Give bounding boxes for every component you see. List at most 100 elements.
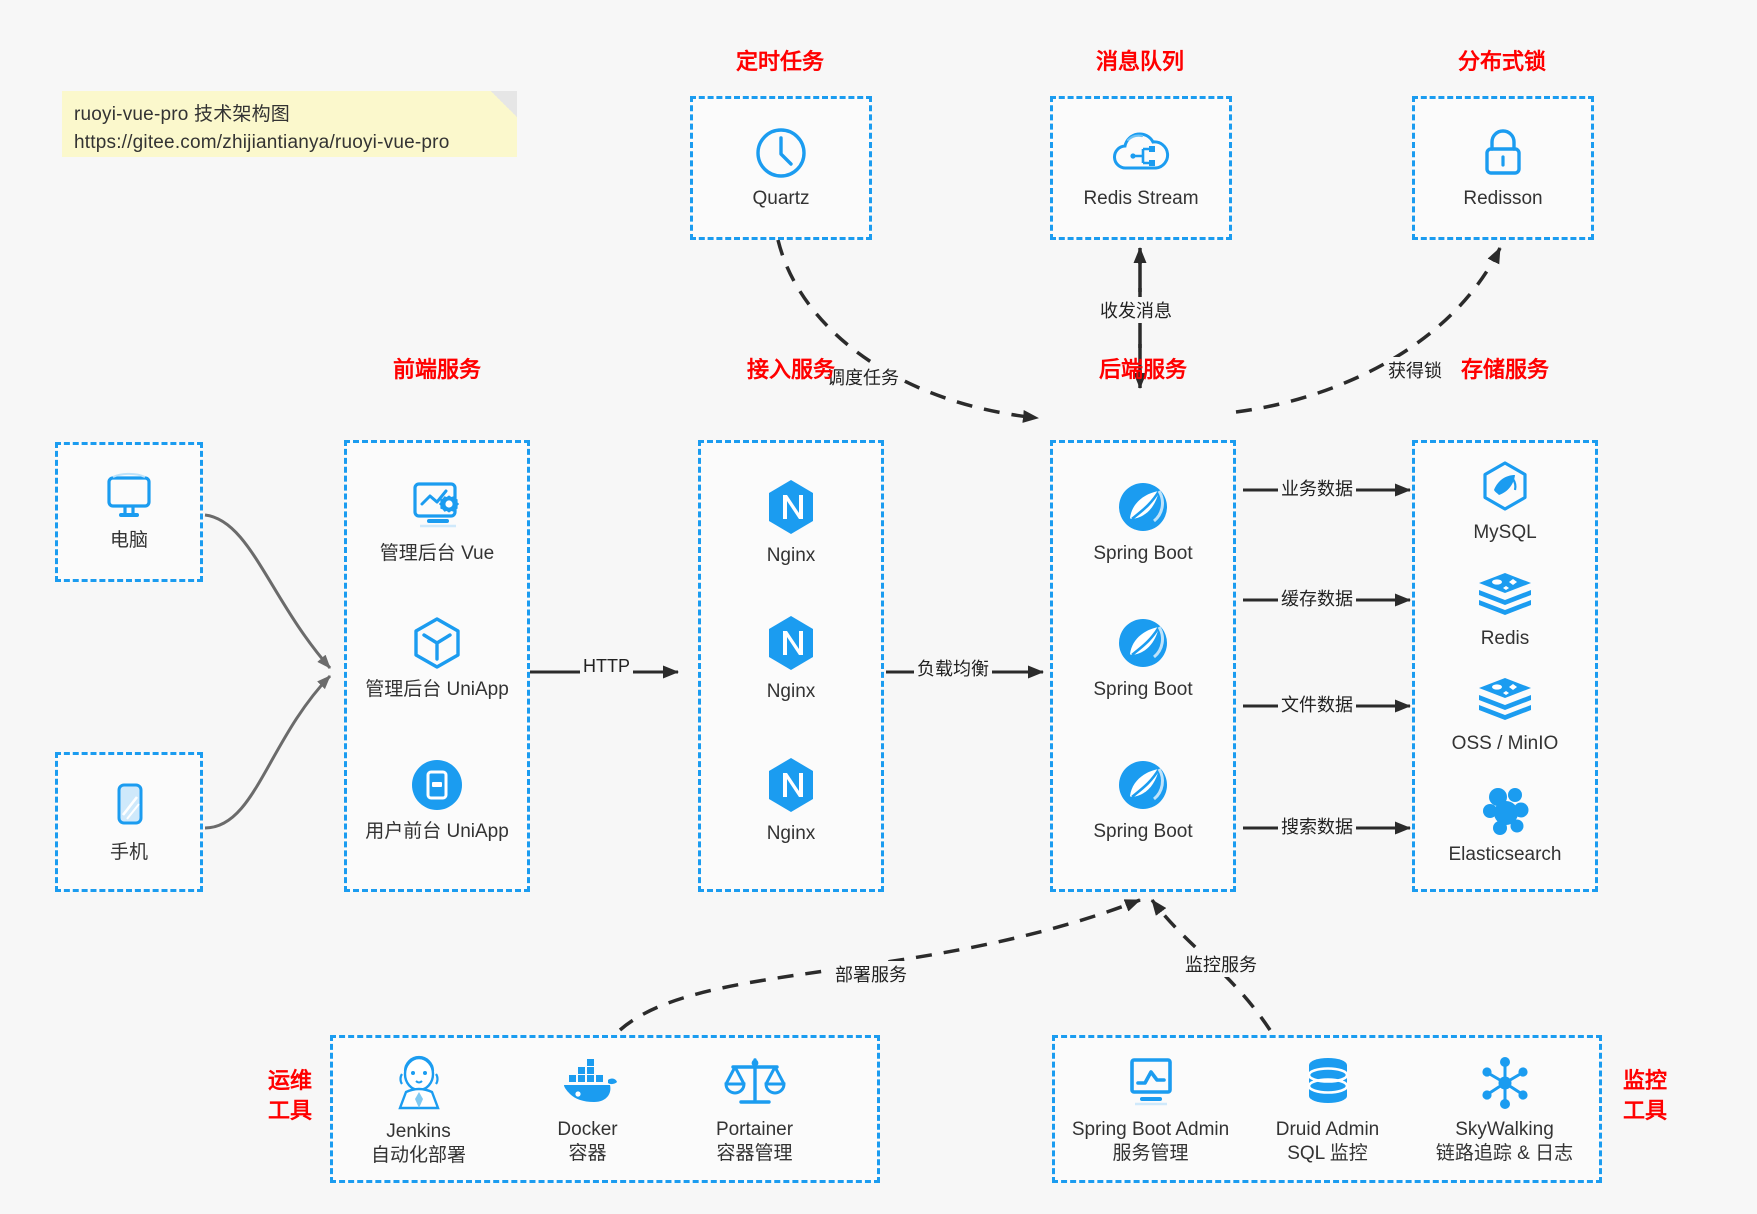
nginx-icon bbox=[769, 758, 813, 812]
node-label: 管理后台 UniApp bbox=[365, 679, 509, 700]
node-label: Elasticsearch bbox=[1448, 844, 1562, 865]
node-sublabel: 容器 bbox=[568, 1143, 607, 1164]
node-label: Spring Boot bbox=[1093, 543, 1193, 564]
group-box-mq bbox=[1050, 96, 1232, 240]
node-oss-minio[interactable]: OSS / MinIO bbox=[1412, 665, 1598, 765]
node-label: 手机 bbox=[109, 842, 148, 863]
note-line-1: ruoyi-vue-pro 技术架构图 bbox=[74, 104, 291, 125]
node-label: Redisson bbox=[1463, 188, 1543, 209]
node-sublabel: 自动化部署 bbox=[370, 1145, 466, 1166]
node-label: Spring Boot bbox=[1093, 679, 1193, 700]
node-jenkins[interactable]: Jenkins 自动化部署 bbox=[336, 1046, 501, 1174]
node-mobile[interactable]: 手机 bbox=[55, 762, 203, 882]
node-label: SkyWalking bbox=[1455, 1119, 1554, 1140]
spring-boot-icon bbox=[1119, 483, 1167, 531]
edge-label-monitor-service: 监控服务 bbox=[1182, 951, 1260, 977]
node-nginx-1[interactable]: Nginx bbox=[698, 462, 884, 582]
mysql-icon bbox=[1483, 461, 1527, 511]
node-label: Nginx bbox=[766, 681, 816, 702]
jenkins-icon bbox=[397, 1055, 440, 1110]
edge-label-acquire-lock: 获得锁 bbox=[1385, 357, 1445, 383]
node-label: Nginx bbox=[766, 823, 816, 844]
node-label: Docker bbox=[557, 1119, 618, 1140]
lock-icon bbox=[1485, 129, 1521, 175]
node-label: Redis bbox=[1480, 628, 1530, 649]
node-sublabel: 服务管理 bbox=[1112, 1143, 1189, 1164]
group-title-monitor-line1: 监控 bbox=[1622, 1068, 1667, 1093]
node-spring-boot-admin[interactable]: Spring Boot Admin 服务管理 bbox=[1058, 1046, 1243, 1174]
minio-icon bbox=[1479, 678, 1531, 720]
node-desktop[interactable]: 电脑 bbox=[55, 452, 203, 572]
node-label: Spring Boot Admin bbox=[1071, 1119, 1230, 1140]
nginx-icon bbox=[769, 480, 813, 534]
note-line-2: https://gitee.com/zhijiantianya/ruoyi-vu… bbox=[74, 132, 450, 153]
node-label: Nginx bbox=[766, 545, 816, 566]
group-title-monitor-line2: 工具 bbox=[1622, 1098, 1667, 1123]
node-elasticsearch[interactable]: Elasticsearch bbox=[1412, 775, 1598, 875]
nginx-icon bbox=[769, 616, 813, 670]
node-admin-vue[interactable]: 管理后台 Vue bbox=[344, 462, 530, 582]
node-label: Redis Stream bbox=[1083, 188, 1199, 209]
edge-label-load-balance: 负载均衡 bbox=[914, 655, 992, 681]
group-title-storage: 存储服务 bbox=[1460, 357, 1549, 382]
spring-boot-icon bbox=[1119, 619, 1167, 667]
node-docker[interactable]: Docker 容器 bbox=[505, 1046, 670, 1174]
clock-icon bbox=[756, 128, 806, 178]
group-title-frontend: 前端服务 bbox=[392, 357, 481, 382]
node-label: 电脑 bbox=[109, 530, 148, 551]
docker-icon bbox=[563, 1059, 617, 1102]
node-spring-boot-1[interactable]: Spring Boot bbox=[1050, 462, 1236, 582]
group-title-lock: 分布式锁 bbox=[1457, 49, 1546, 74]
spring-boot-icon bbox=[1119, 761, 1167, 809]
group-title-devops-line1: 运维 bbox=[267, 1068, 312, 1093]
redis-icon bbox=[1479, 573, 1531, 615]
group-box-lock bbox=[1412, 96, 1594, 240]
node-label: 用户前台 UniApp bbox=[365, 821, 509, 842]
node-label: Druid Admin bbox=[1275, 1119, 1380, 1140]
node-sublabel: 容器管理 bbox=[716, 1143, 793, 1164]
node-nginx-2[interactable]: Nginx bbox=[698, 598, 884, 718]
edge-label-http: HTTP bbox=[580, 656, 633, 677]
edge-label-business-data: 业务数据 bbox=[1278, 475, 1356, 501]
node-sublabel: SQL 监控 bbox=[1287, 1143, 1368, 1164]
cloud-stream-icon bbox=[1113, 132, 1170, 170]
node-redis[interactable]: Redis bbox=[1412, 560, 1598, 660]
elasticsearch-icon bbox=[1483, 788, 1529, 835]
node-portainer[interactable]: Portainer 容器管理 bbox=[672, 1046, 837, 1174]
group-title-backend: 后端服务 bbox=[1098, 357, 1187, 382]
skywalking-icon bbox=[1481, 1057, 1528, 1109]
monitor-chart-icon bbox=[1129, 1058, 1172, 1106]
database-icon bbox=[1307, 1058, 1348, 1103]
node-user-uniapp[interactable]: 用户前台 UniApp bbox=[344, 740, 530, 860]
node-sublabel: 链路追踪 & 日志 bbox=[1435, 1143, 1574, 1164]
node-spring-boot-2[interactable]: Spring Boot bbox=[1050, 598, 1236, 718]
node-druid-admin[interactable]: Druid Admin SQL 监控 bbox=[1245, 1046, 1410, 1174]
app-window-icon bbox=[412, 760, 462, 810]
dashboard-gear-icon bbox=[413, 482, 460, 528]
node-redisson[interactable]: Redisson bbox=[1412, 108, 1594, 228]
scales-icon bbox=[723, 1058, 786, 1104]
edge-label-file-data: 文件数据 bbox=[1278, 691, 1356, 717]
group-title-mq: 消息队列 bbox=[1095, 49, 1184, 74]
node-quartz[interactable]: Quartz bbox=[690, 108, 872, 228]
node-mysql[interactable]: MySQL bbox=[1412, 452, 1598, 552]
node-label: Portainer bbox=[715, 1119, 794, 1140]
desktop-icon bbox=[107, 472, 151, 517]
group-title-scheduler: 定时任务 bbox=[735, 49, 824, 74]
node-skywalking[interactable]: SkyWalking 链路追踪 & 日志 bbox=[1412, 1046, 1597, 1174]
node-spring-boot-3[interactable]: Spring Boot bbox=[1050, 740, 1236, 860]
group-title-devops-line2: 工具 bbox=[267, 1098, 312, 1123]
edge-label-cache-data: 缓存数据 bbox=[1278, 585, 1356, 611]
group-box-client-desktop bbox=[55, 442, 203, 582]
node-nginx-3[interactable]: Nginx bbox=[698, 740, 884, 860]
node-admin-uniapp[interactable]: 管理后台 UniApp bbox=[344, 598, 530, 718]
node-label: Spring Boot bbox=[1093, 821, 1193, 842]
node-label: OSS / MinIO bbox=[1451, 733, 1559, 754]
node-label: 管理后台 Vue bbox=[379, 543, 495, 564]
edge-label-deploy-service: 部署服务 bbox=[832, 961, 910, 987]
node-redis-stream[interactable]: Redis Stream bbox=[1050, 108, 1232, 228]
group-title-gateway: 接入服务 bbox=[746, 357, 835, 382]
group-title-devops: 运维 工具 bbox=[255, 1066, 325, 1126]
edge-label-send-receive-message: 收发消息 bbox=[1097, 297, 1175, 323]
